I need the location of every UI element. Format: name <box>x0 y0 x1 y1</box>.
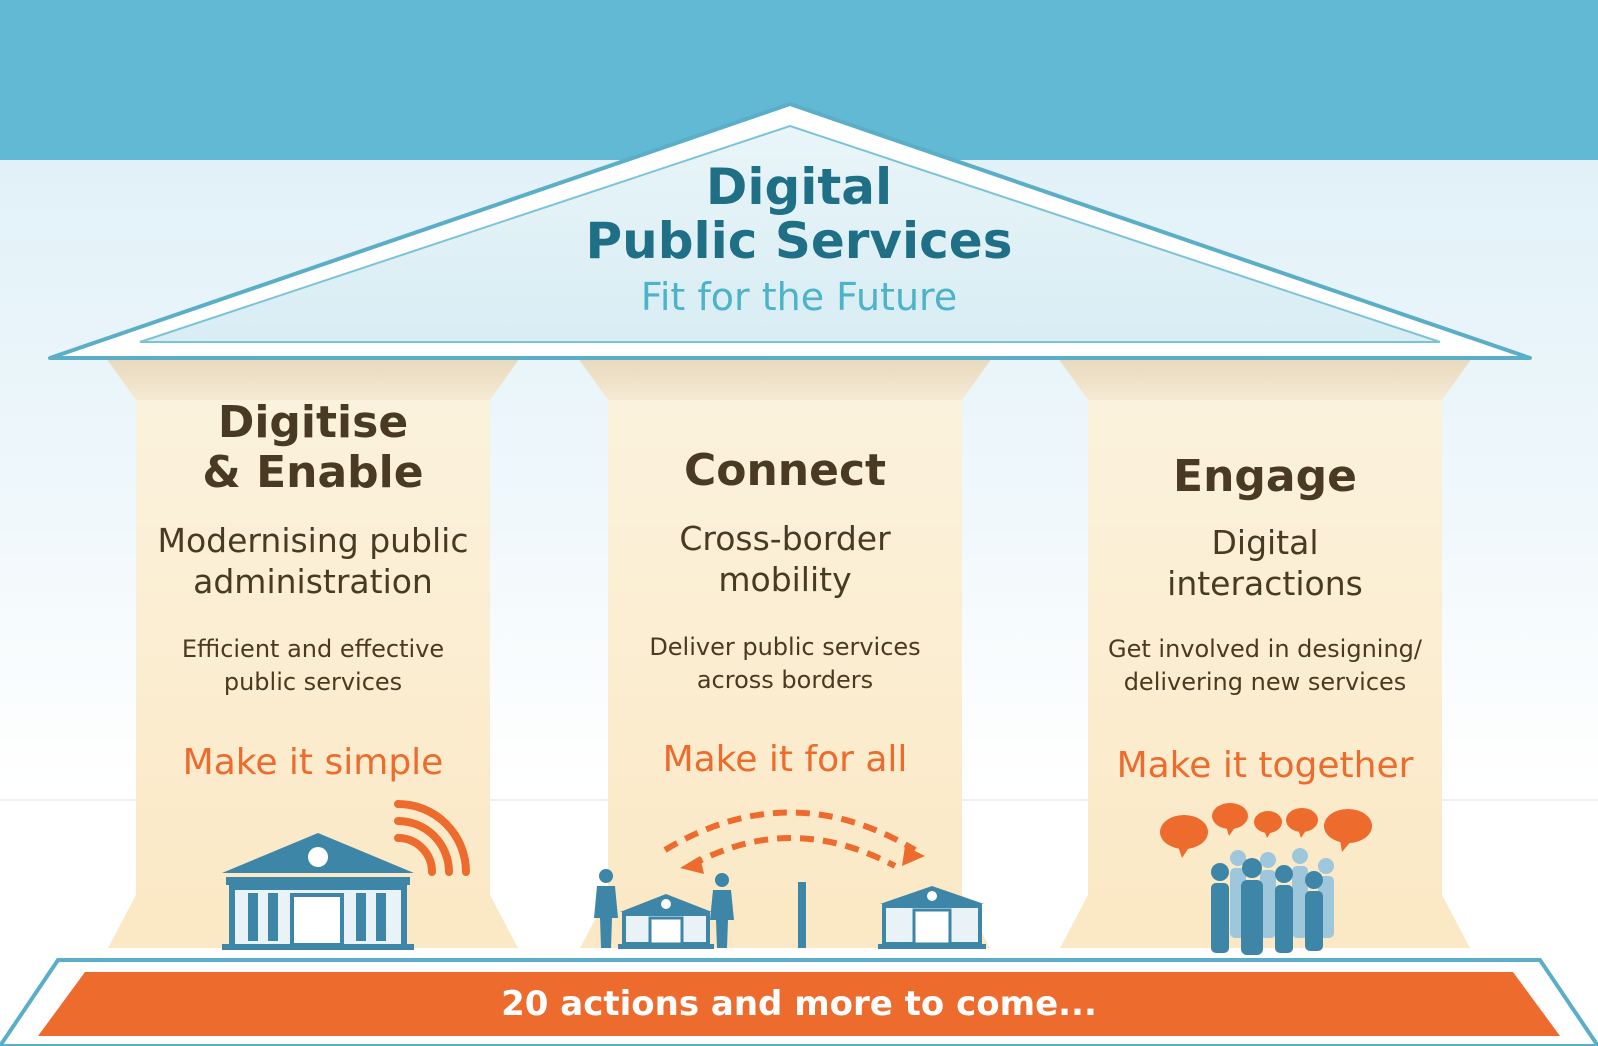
pillar-left-description-line1: Efficient and effective <box>181 635 445 663</box>
roof-title-line2: Public Services <box>585 212 1013 270</box>
pillar-left-shape <box>106 358 520 948</box>
pillar-center-title: Connect <box>683 445 887 496</box>
pillar-center-description-line1: Deliver public services <box>649 633 921 661</box>
pillar-center-slogan: Make it for all <box>662 739 908 780</box>
pillar-right-subtitle-line1: Digital <box>1211 523 1319 562</box>
pillar-center-description-line2: across borders <box>696 666 874 694</box>
pillar-left-title-line1: Digitise <box>217 397 409 448</box>
pillar-left-subtitle-line2: administration <box>193 562 433 601</box>
pillar-left-description-line2: public services <box>223 668 403 696</box>
pillar-center-subtitle-line1: Cross-border <box>679 519 891 558</box>
pillar-center-subtitle-line2: mobility <box>718 560 852 599</box>
roof-shape <box>48 102 1532 360</box>
cross-border-buildings-icon <box>594 809 986 949</box>
pillar-right-title: Engage <box>1173 451 1357 502</box>
pillar-right-slogan: Make it together <box>1116 745 1414 786</box>
public-building-wifi-icon <box>222 800 470 950</box>
pillar-center-shape <box>578 358 992 948</box>
pillar-left-subtitle-line1: Modernising public <box>157 521 469 560</box>
pillar-right-shape <box>1058 358 1472 948</box>
pillar-left-slogan: Make it simple <box>182 742 444 783</box>
pillar-right-subtitle-line2: interactions <box>1167 564 1363 603</box>
roof-subtitle: Fit for the Future <box>640 275 958 319</box>
pillar-right-description-line2: delivering new services <box>1123 668 1407 696</box>
base-label: 20 actions and more to come... <box>501 984 1097 1024</box>
pillar-right-description-line1: Get involved in designing/ <box>1108 635 1422 663</box>
roof-title-line1: Digital <box>705 158 893 216</box>
people-speech-bubbles-icon <box>1160 803 1372 955</box>
pillar-left-title-line2: & Enable <box>202 447 424 498</box>
base-shape <box>0 958 1598 1046</box>
